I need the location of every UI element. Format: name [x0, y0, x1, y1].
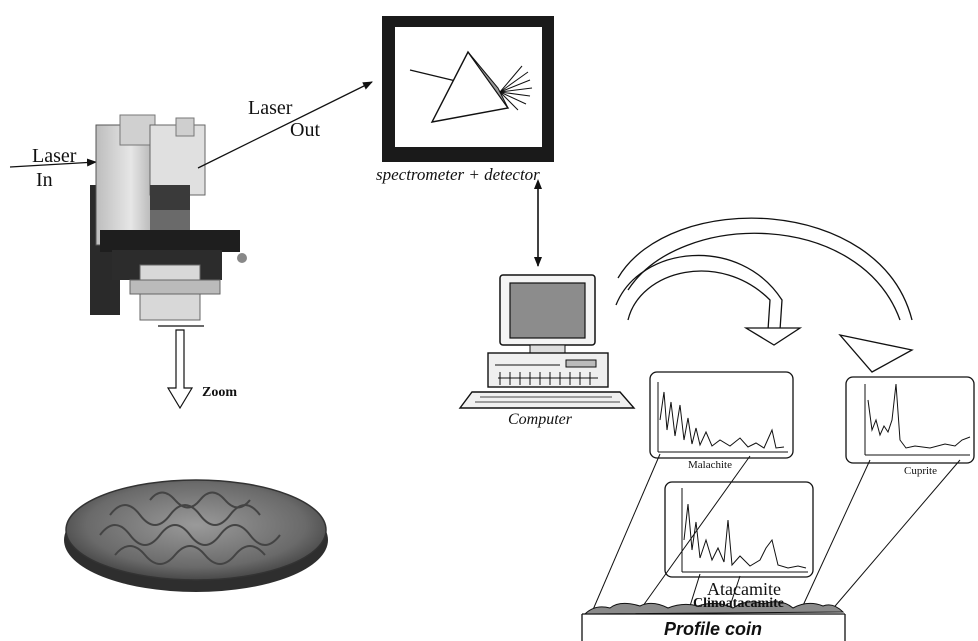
result-arrows	[615, 217, 914, 373]
spectrometer-label: spectrometer + detector	[376, 165, 540, 184]
coin-profile	[581, 601, 846, 641]
clinoatacamite-label: Clinoatacamite	[693, 596, 784, 611]
laser-out-arrow	[197, 81, 373, 169]
coin-icon	[64, 479, 328, 592]
microscope-icon	[90, 114, 247, 321]
zoom-arrow	[166, 329, 194, 410]
computer-label: Computer	[508, 411, 572, 428]
cuprite-label: Cuprite	[904, 465, 937, 477]
atacamite-label: Atacamite	[707, 579, 781, 599]
prism-icon	[382, 16, 554, 162]
laser-in-label-line1: Laser	[32, 145, 77, 167]
atacamite-spectrum	[664, 481, 814, 578]
zoom-label: Zoom	[202, 385, 237, 400]
cuprite-spectrum	[845, 376, 975, 464]
malachite-label: Malachite	[688, 459, 732, 471]
laser-in-label-line2: In	[36, 169, 53, 191]
desktop-computer-icon	[458, 274, 636, 409]
laser-out-label-line1: Laser	[248, 97, 293, 119]
malachite-spectrum	[649, 371, 794, 459]
laser-out-label-line2: Out	[290, 119, 320, 141]
profile-coin-label: Profile coin	[664, 619, 763, 639]
laser-in-arrow	[9, 158, 97, 168]
